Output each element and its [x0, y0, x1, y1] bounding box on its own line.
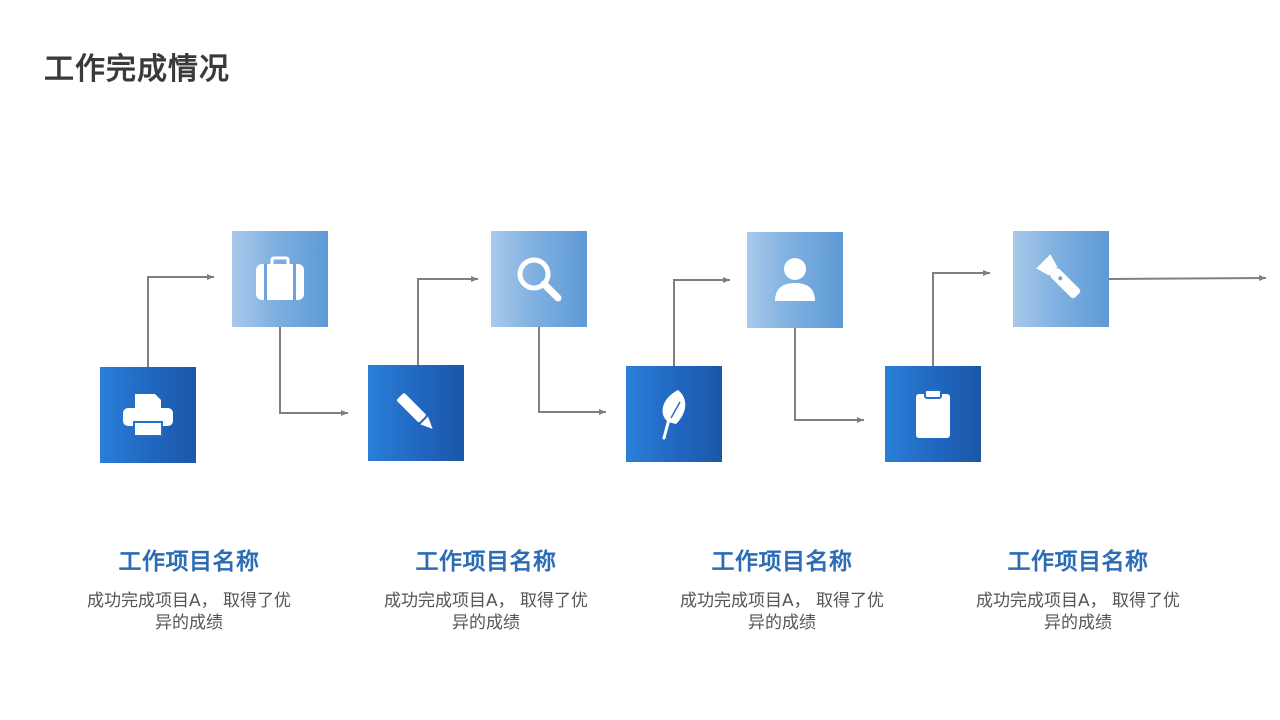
node-clipboard [885, 366, 981, 462]
flashlight-icon [1034, 252, 1088, 306]
item-desc-line2: 异的成绩 [1044, 613, 1112, 633]
item-title: 工作项目名称 [711, 549, 853, 575]
item-title: 工作项目名称 [118, 549, 260, 575]
item-description: 成功完成项目A， 取得了优 异的成绩 [69, 590, 309, 634]
node-feather [626, 366, 722, 462]
connector-2-3 [279, 327, 348, 416]
connector-7-8 [932, 270, 990, 366]
connector-5-6 [673, 277, 730, 366]
item-desc-line2: 异的成绩 [155, 613, 223, 633]
node-flashlight [1013, 231, 1109, 327]
user-icon [773, 257, 817, 303]
item-description: 成功完成项目A， 取得了优 异的成绩 [958, 590, 1198, 634]
node-user [747, 232, 843, 328]
item-desc-line2: 异的成绩 [748, 613, 816, 633]
suitcase-icon [254, 256, 306, 302]
item-desc-line1: 成功完成项目A， 取得了优 [975, 591, 1181, 611]
node-pencil [368, 365, 464, 461]
clipboard-icon [913, 388, 953, 440]
connector-6-7 [794, 328, 864, 423]
item-desc-line1: 成功完成项目A， 取得了优 [86, 591, 292, 611]
node-suitcase [232, 231, 328, 327]
item-desc-line2: 异的成绩 [452, 613, 520, 633]
node-magnifier [491, 231, 587, 327]
item-2: 工作项目名称 成功完成项目A， 取得了优 异的成绩 [366, 542, 606, 634]
item-description: 成功完成项目A， 取得了优 异的成绩 [366, 590, 606, 634]
printer-icon [121, 392, 175, 438]
item-desc-line1: 成功完成项目A， 取得了优 [383, 591, 589, 611]
item-title: 工作项目名称 [1007, 549, 1149, 575]
item-desc-line1: 成功完成项目A， 取得了优 [679, 591, 885, 611]
item-4: 工作项目名称 成功完成项目A， 取得了优 异的成绩 [958, 542, 1198, 634]
item-title: 工作项目名称 [415, 549, 557, 575]
item-1: 工作项目名称 成功完成项目A， 取得了优 异的成绩 [69, 542, 309, 634]
node-printer [100, 367, 196, 463]
page-title: 工作完成情况 [44, 52, 230, 87]
connector-4-5 [538, 327, 606, 415]
feather-icon [654, 388, 694, 440]
connector-1-2 [147, 274, 214, 367]
connector-3-4 [417, 276, 478, 365]
pencil-icon [391, 388, 441, 438]
connector-8-out [1108, 275, 1267, 282]
magnifier-icon [514, 254, 564, 304]
item-description: 成功完成项目A， 取得了优 异的成绩 [662, 590, 902, 634]
item-3: 工作项目名称 成功完成项目A， 取得了优 异的成绩 [662, 542, 902, 634]
